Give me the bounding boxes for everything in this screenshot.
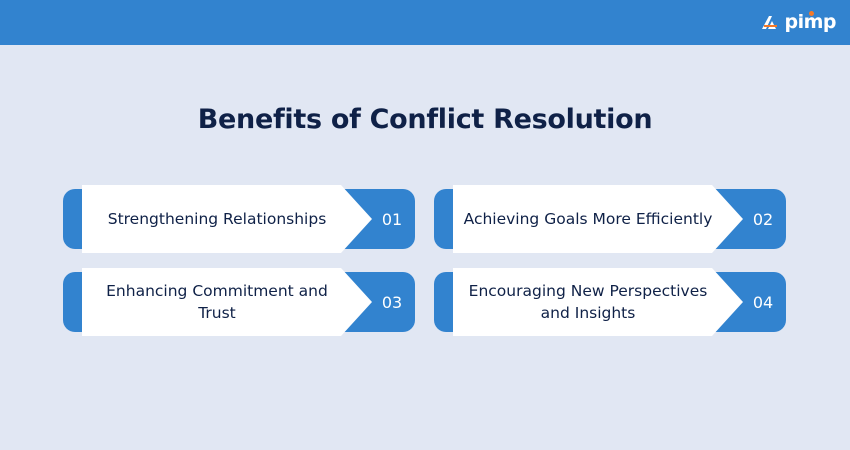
benefit-card-4: Encouraging New Perspectives and Insight…: [434, 268, 786, 336]
pimp-logo-icon: [762, 16, 778, 29]
header-bar: pimp: [0, 0, 850, 45]
card-pennant: [82, 185, 372, 253]
benefit-label: Achieving Goals More Efficiently: [463, 210, 713, 228]
card-pennant: [453, 185, 743, 253]
benefit-card-1: Strengthening Relationships 01: [63, 185, 415, 253]
card-pennant: [82, 268, 372, 336]
benefit-number: 03: [381, 292, 403, 312]
benefit-card-3: Enhancing Commitment and Trust 03: [63, 268, 415, 336]
page-title: Benefits of Conflict Resolution: [197, 104, 653, 135]
logo-dot-icon: [809, 11, 814, 16]
benefit-number: 04: [752, 292, 774, 312]
benefit-label: Enhancing Commitment and Trust: [106, 282, 328, 322]
card-pennant: [453, 268, 743, 336]
benefit-number: 02: [752, 209, 774, 229]
benefit-number: 01: [381, 209, 403, 229]
benefit-label: Encouraging New Perspectives and Insight…: [468, 282, 708, 322]
benefit-card-2: Achieving Goals More Efficiently 02: [434, 185, 786, 253]
brand-logo[interactable]: pimp: [760, 11, 836, 33]
logo-text: pimp: [784, 11, 836, 33]
benefit-label: Strengthening Relationships: [107, 210, 327, 228]
